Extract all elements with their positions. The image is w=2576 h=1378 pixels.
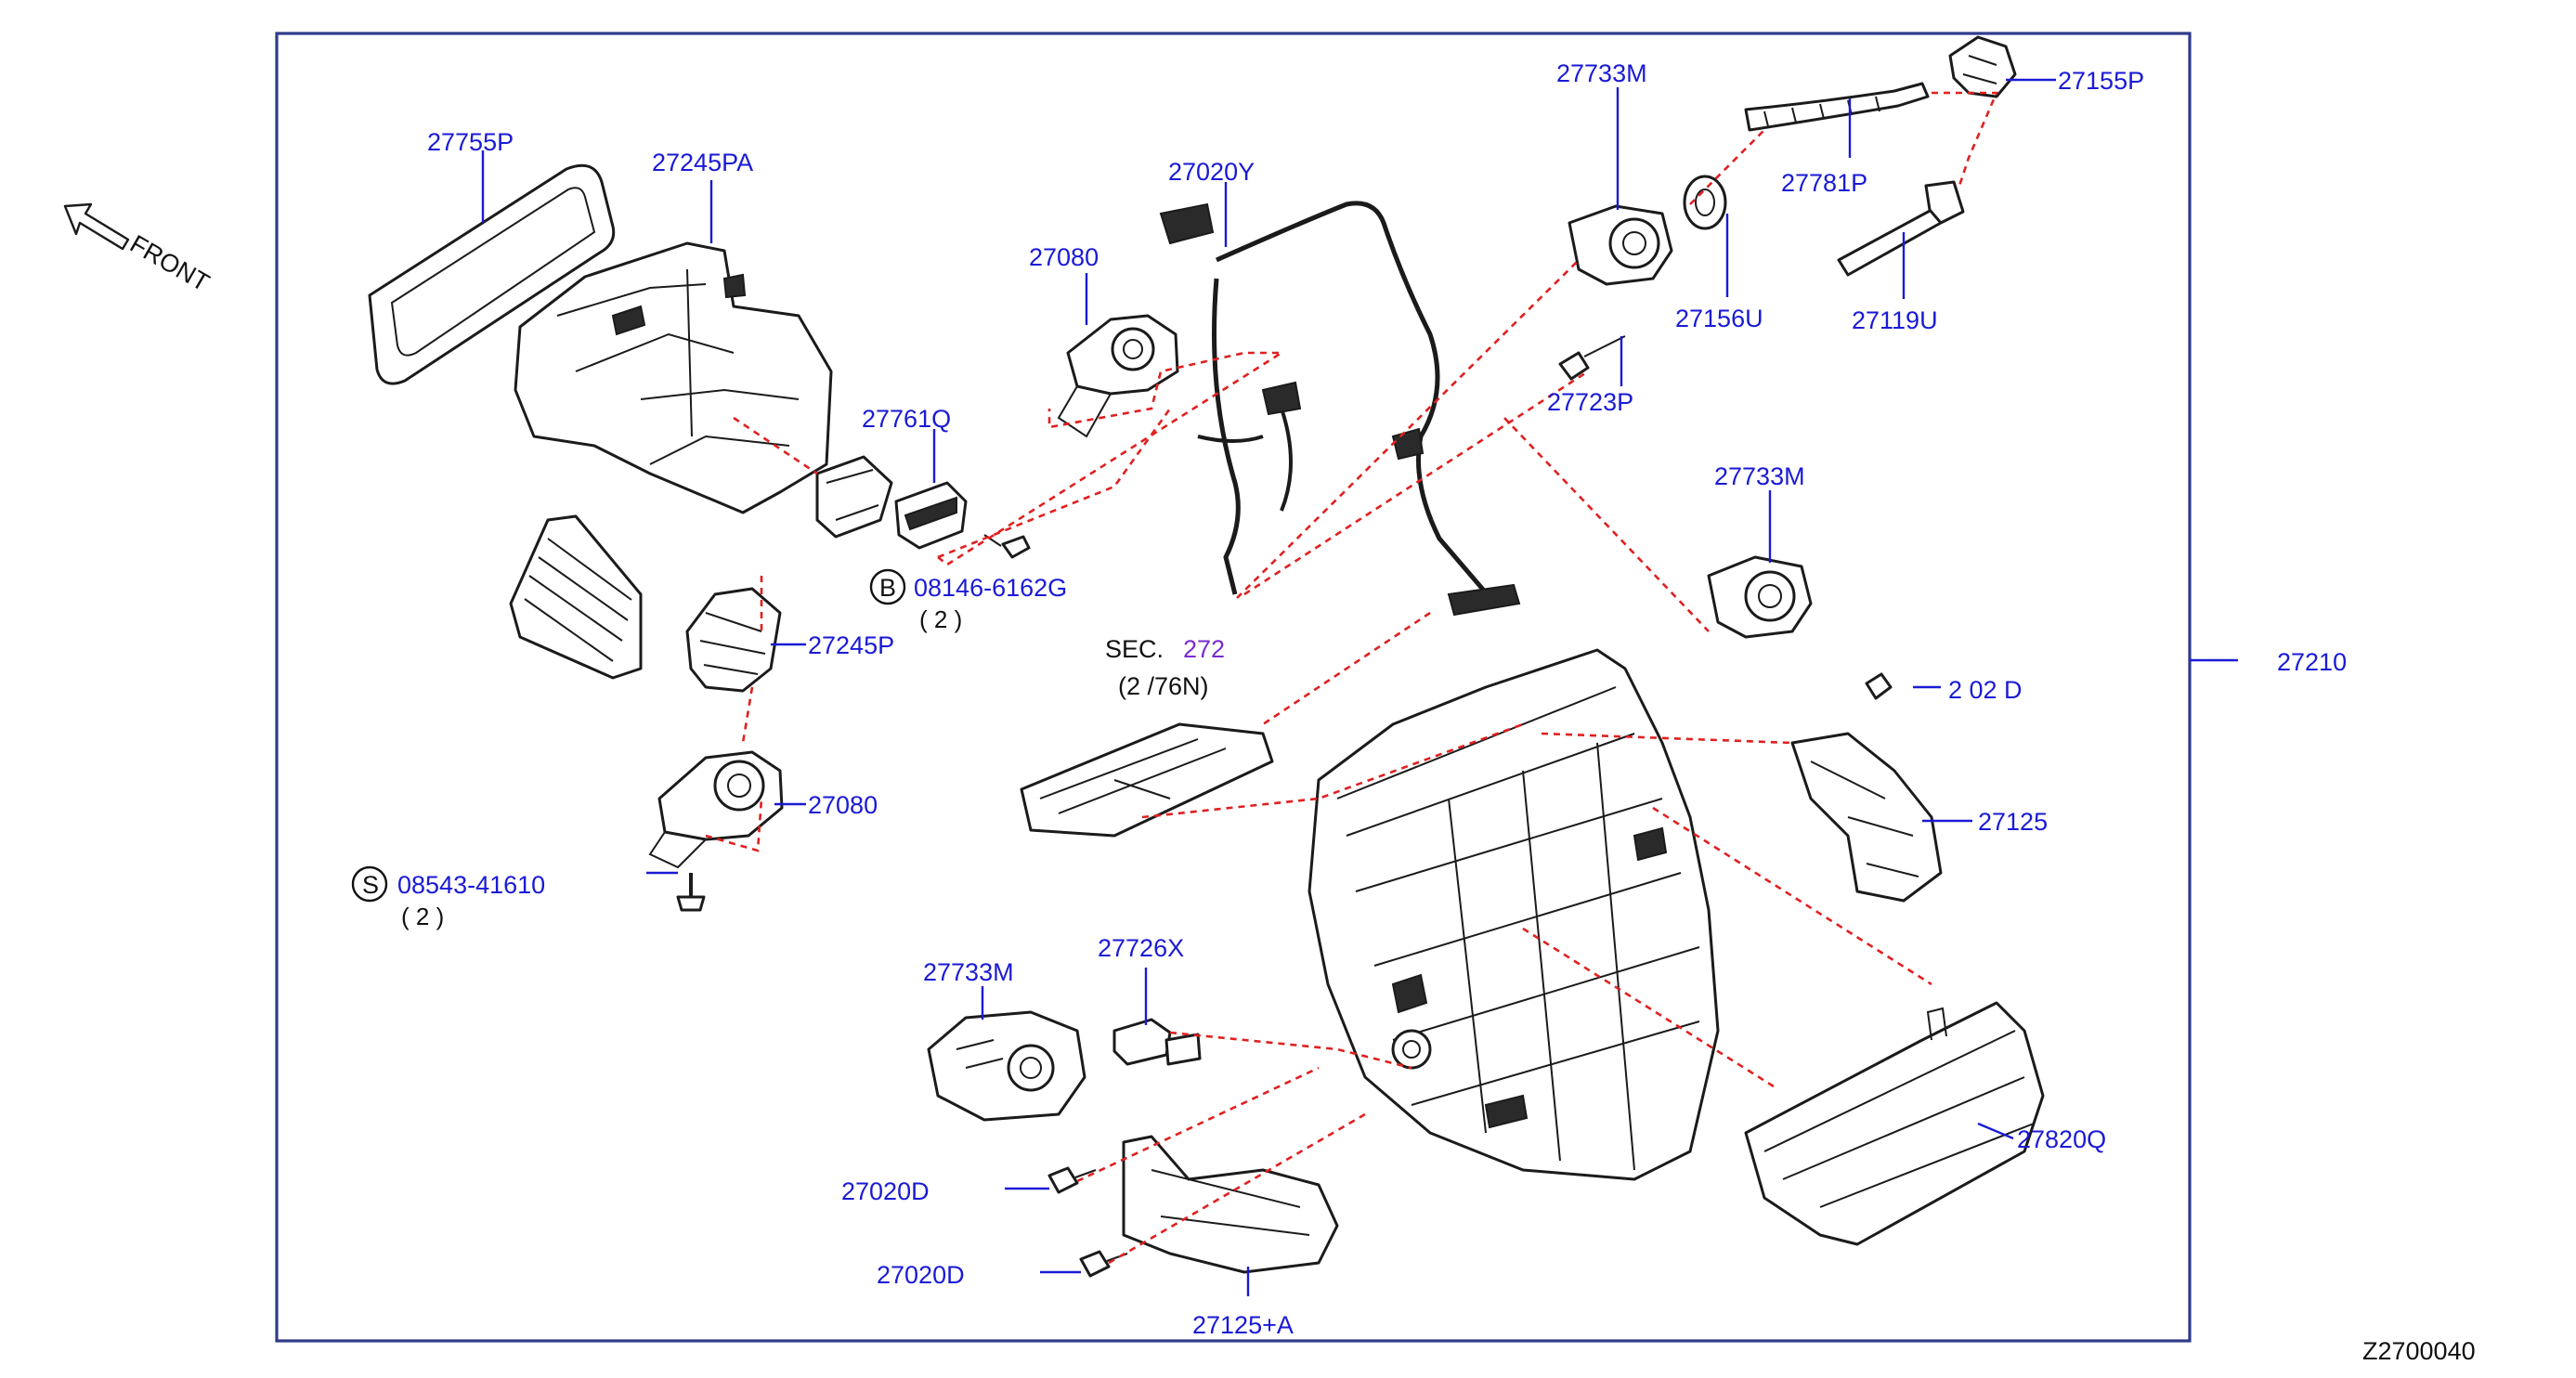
duct-27125-icon <box>1790 732 1943 903</box>
section-reference: SEC. 272 (2 /76N) <box>1105 635 1225 700</box>
section-num: 272 <box>1183 635 1225 663</box>
sensor-27726x-icon <box>1112 1018 1202 1066</box>
hose-27781p-icon <box>1744 82 1930 132</box>
actuator-27080-mid-icon <box>648 750 784 869</box>
label-27125: 27125 <box>1978 808 2048 836</box>
blower-grille-icon <box>509 514 643 680</box>
bracket-27761q-icon <box>815 455 968 550</box>
label-27020y: 27020Y <box>1168 158 1255 186</box>
label-27733m-top: 27733M <box>1556 59 1647 87</box>
motor-27733m-low-icon <box>927 1010 1086 1122</box>
label-27820q: 27820Q <box>2017 1125 2106 1153</box>
sensor-27119u-icon <box>1837 180 1965 277</box>
actuator-27080-top-icon <box>1057 314 1179 438</box>
label-27020d-b: 27020D <box>877 1261 965 1289</box>
clip-27155p-icon <box>1948 35 2017 98</box>
screw-27020d-a-icon <box>1047 1166 1097 1194</box>
hvac-unit-27210-icon <box>1308 648 1720 1181</box>
label-27080-mid: 27080 <box>808 791 878 819</box>
label-27726x: 27726X <box>1098 934 1184 962</box>
ring-27156u-icon <box>1683 175 1727 230</box>
motor-27733m-mid-icon <box>1707 555 1813 639</box>
leader-lines <box>481 78 2056 1296</box>
front-arrow-icon <box>63 202 130 251</box>
label-27781p: 27781P <box>1781 169 1867 197</box>
front-label: FRONT <box>125 229 215 296</box>
label-27080-top: 27080 <box>1029 243 1099 271</box>
diagram-frame <box>275 32 2192 1343</box>
label-27755p: 27755P <box>427 128 514 156</box>
bolt-part-08146: 08146-6162G <box>914 574 1067 602</box>
bolt-symbol-s: S <box>362 871 379 899</box>
label-27125a: 27125+A <box>1192 1311 1294 1339</box>
label-27723p: 27723P <box>1547 388 1633 416</box>
section-sec: SEC. <box>1105 635 1164 663</box>
label-27020d-a: 27020D <box>841 1177 930 1205</box>
label-27119u: 27119U <box>1852 306 1938 334</box>
label-27733m-low: 27733M <box>923 958 1014 986</box>
filter-box-27820q-icon <box>1744 1001 2045 1246</box>
control-module-icon <box>1020 722 1274 838</box>
bracket-27125a-icon <box>1122 1135 1339 1274</box>
bolt-symbol-b: B <box>879 574 896 602</box>
label-27156u: 27156U <box>1675 305 1763 332</box>
label-27155p: 27155P <box>2058 67 2144 95</box>
bolt-part-08543: 08543-41610 <box>397 871 545 899</box>
bolt-qty-08543: ( 2 ) <box>401 903 444 930</box>
blower-case-27245pa-icon <box>514 241 833 514</box>
harness-27020y-icon <box>1159 201 1521 617</box>
bolt-qty-08146: ( 2 ) <box>919 605 962 633</box>
diagram-code: Z2700040 <box>2362 1337 2476 1365</box>
label-27210: 27210 <box>2277 648 2347 676</box>
section-sub: (2 /76N) <box>1118 672 1209 700</box>
bolt-callout-s: S 08543-41610 ( 2 ) <box>351 865 545 930</box>
assembly-lines <box>705 91 1998 1265</box>
label-27245p: 27245P <box>808 631 894 659</box>
label-2-02-d: 2 02 D <box>1948 676 2023 704</box>
label-27245pa: 27245PA <box>652 149 753 176</box>
gasket-27755p-icon <box>368 163 616 385</box>
label-27761q: 27761Q <box>862 405 951 433</box>
sensor-27723p-icon <box>1558 335 1626 381</box>
label-27733m-mid: 27733M <box>1714 462 1805 490</box>
motor-27733m-top-icon <box>1568 204 1673 286</box>
duct-27245p-icon <box>685 587 782 693</box>
screw-08543-icon <box>676 873 706 912</box>
clip-202d-icon <box>1865 672 1893 700</box>
bolt-callout-b: B 08146-6162G ( 2 ) <box>869 568 1067 633</box>
